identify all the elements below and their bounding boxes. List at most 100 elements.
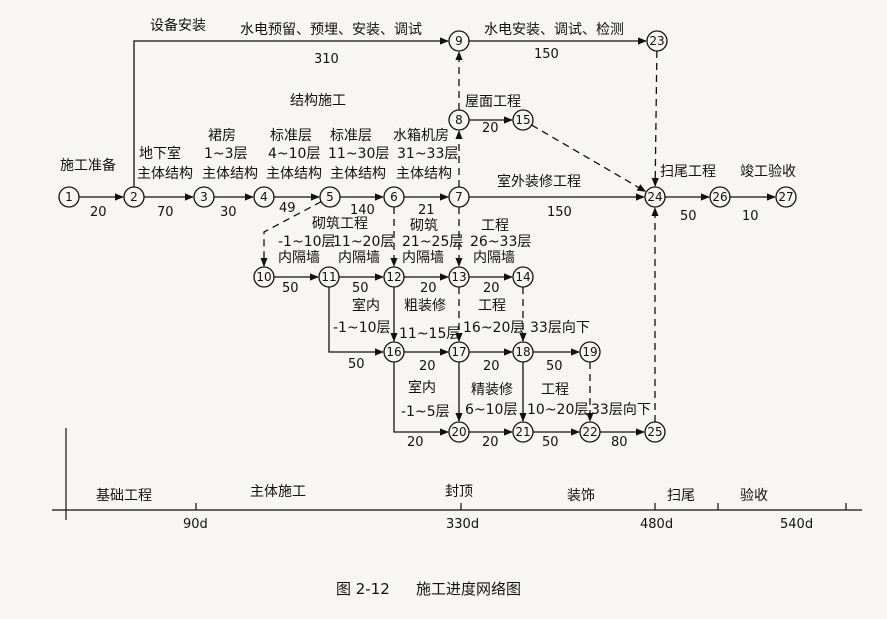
node-2: 2 [123, 186, 145, 208]
dur-20-21: 20 [482, 435, 499, 450]
label-basement-a: 地下室 [139, 145, 181, 162]
node-circle-3 [193, 186, 215, 208]
label-std2-a: 标准层 [330, 128, 372, 144]
dur-std2: 140 [350, 203, 375, 218]
node-7: 7 [448, 186, 470, 208]
dur-22-25: 80 [611, 435, 628, 450]
label-std1-b: 4~10层 [268, 146, 320, 162]
node-label-20: 20 [451, 425, 466, 439]
label-rough-g: 33层向下 [530, 320, 590, 336]
label-masonry-a: 砌筑工程 [312, 216, 368, 232]
label-fine-e: 工程 [541, 382, 569, 398]
node-9: 9 [448, 30, 470, 52]
node-circle-18 [512, 341, 534, 363]
node-circle-14 [512, 266, 534, 288]
dur-12-13: 20 [420, 281, 437, 296]
label-rough-e: 工程 [478, 298, 506, 314]
node-18: 18 [512, 341, 534, 363]
node-label-2: 2 [130, 190, 138, 204]
node-label-10: 10 [256, 270, 271, 284]
label-rough-f: 16~20层 [463, 320, 524, 336]
node-circle-5 [319, 186, 341, 208]
phase-foundation: 基础工程 [96, 487, 152, 504]
tick-90d: 90d [183, 517, 208, 532]
node-circle-7 [448, 186, 470, 208]
timeline: 基础工程 主体施工 封顶 装饰 扫尾 验收 90d 330d 480d 540d [52, 428, 862, 532]
node-23: 23 [646, 30, 668, 52]
node-circle-2 [123, 186, 145, 208]
dur-roof: 20 [482, 121, 499, 136]
node-circle-21 [512, 421, 534, 443]
node-label-23: 23 [649, 34, 664, 48]
label-fine-b: -1~5层 [401, 404, 450, 420]
node-circle-27 [775, 186, 797, 208]
tick-540d: 540d [780, 517, 813, 532]
dur-21-22: 50 [542, 435, 559, 450]
node-26: 26 [709, 186, 731, 208]
activity-labels: 设备安装 水电预留、预埋、安装、调试 310 水电安装、调试、检测 150 结构… [60, 17, 796, 450]
label-podium-a: 裙房 [208, 128, 236, 144]
node-label-8: 8 [455, 113, 463, 127]
node-5: 5 [319, 186, 341, 208]
node-17: 17 [448, 341, 470, 363]
node-circle-15 [512, 109, 534, 131]
node-label-9: 9 [455, 34, 463, 48]
label-structure-title: 结构施工 [290, 93, 346, 109]
node-label-12: 12 [386, 270, 401, 284]
label-std2-b: 11~30层 [328, 146, 389, 162]
dur-acceptance: 10 [742, 209, 759, 224]
label-podium-b: 1~3层 [204, 146, 248, 162]
dur-17-18: 20 [483, 359, 500, 374]
label-std1-a: 标准层 [270, 128, 312, 144]
node-circle-4 [253, 186, 275, 208]
node-16: 16 [383, 341, 405, 363]
node-21: 21 [512, 421, 534, 443]
tick-480d: 480d [640, 517, 673, 532]
dur-13-14: 20 [483, 281, 500, 296]
label-rough-d: 11~15层 [399, 326, 460, 342]
label-fine-g: 33层向下 [591, 402, 651, 418]
label-tank-b: 31~33层 [397, 146, 458, 162]
node-14: 14 [512, 266, 534, 288]
dur-prep: 20 [90, 205, 107, 220]
node-circle-24 [644, 186, 666, 208]
dur-closeout: 50 [680, 209, 697, 224]
label-masonry-b: -1~10层 [278, 234, 336, 250]
label-fine-d: 6~10层 [465, 402, 517, 418]
node-circle-25 [644, 421, 666, 443]
node-circle-9 [448, 30, 470, 52]
node-8: 8 [448, 109, 470, 131]
label-masonry2-a: 砌筑 [410, 218, 438, 234]
label-tank-c: 主体结构 [396, 166, 452, 182]
node-label-7: 7 [455, 190, 463, 204]
tick-330d: 330d [446, 517, 479, 532]
node-label-11: 11 [321, 270, 336, 284]
dur-mep-test: 150 [534, 47, 559, 62]
node-circle-8 [448, 109, 470, 131]
node-label-25: 25 [647, 425, 662, 439]
label-masonry3-a: 工程 [481, 218, 509, 234]
dur-mep-long: 310 [314, 52, 339, 67]
node-circle-23 [646, 30, 668, 52]
arrow-16-20 [393, 362, 449, 436]
dur-podium: 30 [220, 205, 237, 220]
node-12: 12 [383, 266, 405, 288]
dur-18-19: 50 [546, 359, 563, 374]
node-15: 15 [512, 109, 534, 131]
node-label-3: 3 [200, 190, 208, 204]
node-circle-13 [448, 266, 470, 288]
node-label-1: 1 [65, 190, 73, 204]
label-masonry3-c: 内隔墙 [473, 250, 515, 266]
phase-main: 主体施工 [250, 484, 306, 500]
node-27: 27 [775, 186, 797, 208]
label-rough-a: 室内 [352, 297, 380, 314]
node-label-4: 4 [260, 190, 268, 204]
node-circle-22 [579, 421, 601, 443]
dur-11-12: 50 [352, 281, 369, 296]
figure-caption: 图 2-12 施工进度网络图 [336, 580, 521, 598]
node-label-14: 14 [515, 270, 530, 284]
label-masonry-e: 内隔墙 [338, 250, 380, 266]
node-label-15: 15 [515, 113, 530, 127]
